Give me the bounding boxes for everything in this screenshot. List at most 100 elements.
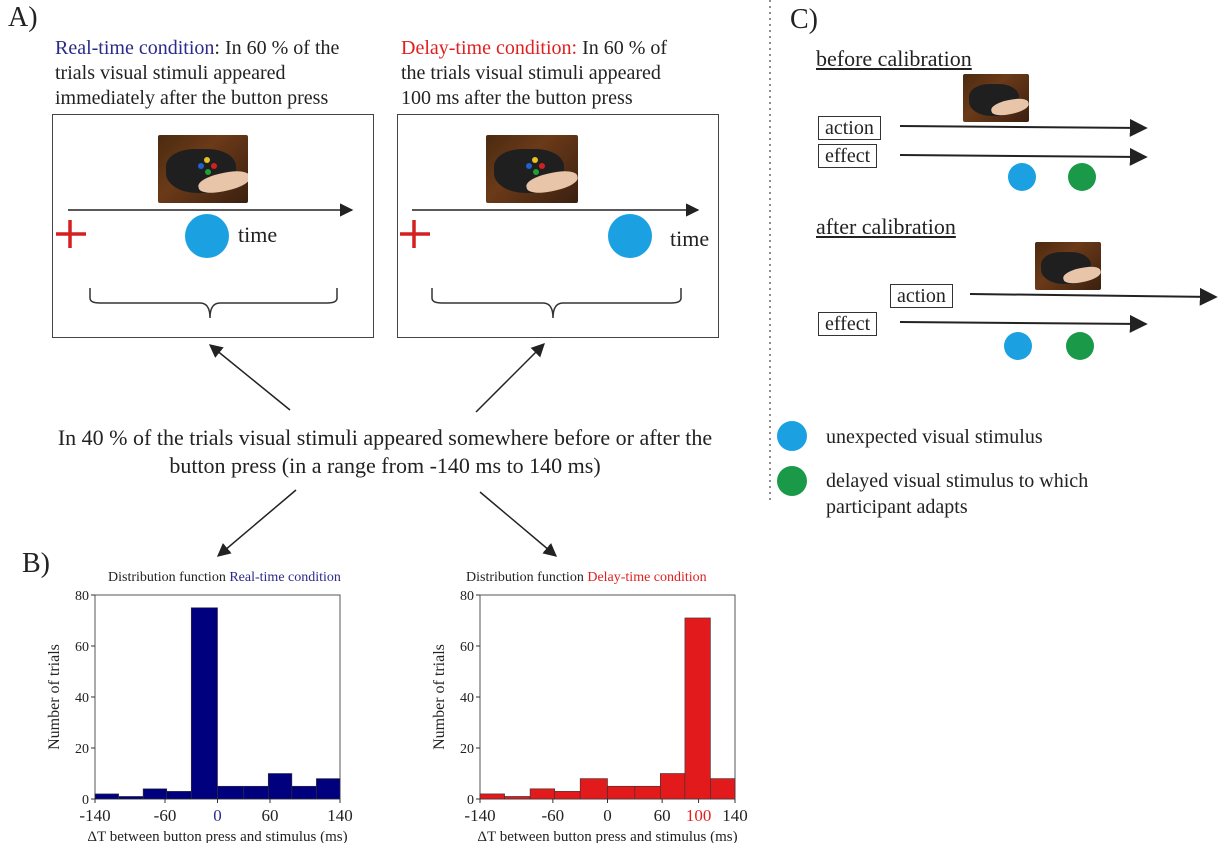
x-axis-label: ΔT between button press and stimulus (ms…: [477, 829, 737, 843]
before-calibration-label: before calibration: [816, 46, 972, 71]
x-tick-label: 100: [686, 806, 712, 825]
y-tick-label: 40: [460, 691, 474, 706]
histogram-bar: [94, 793, 119, 800]
delay-stimulus-circle: [608, 214, 652, 258]
histogram-bar: [479, 793, 505, 800]
legend-unexpected-label: unexpected visual stimulus: [826, 426, 1043, 448]
x-tick-label: 0: [603, 806, 612, 825]
histogram-bar: [166, 791, 192, 800]
x-tick-label: -60: [154, 806, 177, 825]
delay-time-title: Delay-time condition:: [401, 37, 578, 59]
histogram-bar: [710, 778, 736, 800]
delay-time-text-3: 100 ms after the button press: [401, 87, 633, 109]
panel-b-letter: B): [22, 548, 50, 579]
histogram-bar: [267, 773, 293, 800]
controller-photo-after: [1035, 242, 1101, 290]
real-stimulus-circle: [185, 214, 229, 258]
histogram-bar: [142, 788, 168, 800]
x-tick-label: 140: [722, 806, 748, 825]
y-tick-label: 20: [460, 742, 474, 757]
x-tick-label: 140: [327, 806, 353, 825]
x-tick-label: -140: [79, 806, 110, 825]
histogram-bar: [291, 785, 317, 800]
real-chart-title-cond: Real-time condition: [229, 570, 341, 585]
real-time-text-1: : In 60 % of the: [214, 37, 340, 59]
arrow-to-real-frame: [208, 344, 291, 411]
delay-chart-title: Distribution function Delay-time conditi…: [466, 570, 707, 586]
legend-delayed-line-2: participant adapts: [826, 496, 968, 518]
legend-delayed-label: delayed visual stimulus to which partici…: [826, 468, 1088, 520]
after-action-arrow: [969, 287, 1218, 306]
arrow-to-real-chart: [216, 489, 297, 557]
controller-photo: [158, 135, 248, 203]
real-time-text-2: trials visual stimuli appeared: [55, 62, 286, 84]
arrow-to-delay-frame: [475, 343, 545, 413]
before-action-box: action: [818, 116, 881, 140]
panel-a-letter: A): [8, 2, 38, 33]
before-action-arrow: [899, 118, 1148, 137]
delay-time-frame: [397, 114, 719, 338]
x-tick-label: 60: [262, 806, 279, 825]
legend-blue-circle: [777, 421, 807, 451]
delay-chart-title-prefix: Distribution function: [466, 570, 588, 585]
delay-time-axis-label: time: [670, 226, 710, 251]
after-calibration-label: after calibration: [816, 214, 956, 239]
histogram-bar: [529, 788, 555, 800]
y-tick-label: 0: [82, 793, 89, 808]
legend-delayed-line-1: delayed visual stimulus to which: [826, 470, 1089, 492]
y-tick-label: 60: [460, 640, 474, 655]
histogram-bar: [190, 607, 218, 800]
histogram-bar: [554, 791, 581, 800]
x-axis-label: ΔT between button press and stimulus (ms…: [87, 829, 347, 843]
delay-brace: [431, 288, 682, 319]
arrow-to-delay-chart: [479, 491, 558, 557]
real-time-title: Real-time condition: [55, 37, 215, 59]
panel-c-letter: C): [790, 4, 818, 35]
real-time-text-3: immediately after the button press: [55, 87, 329, 109]
before-effect-box: effect: [818, 144, 878, 168]
delay-time-text-1: In 60 % of: [577, 37, 668, 59]
histogram-bar: [607, 785, 636, 800]
histogram-bar: [118, 796, 144, 800]
y-tick-label: 20: [75, 742, 89, 757]
middle-text-2: button press (in a range from -140 ms to…: [169, 453, 601, 478]
legend-green-circle: [777, 466, 807, 496]
before-unexpected-circle: [1008, 163, 1036, 191]
real-brace: [89, 288, 338, 319]
histogram-bar: [316, 778, 341, 800]
histogram-bar: [504, 796, 531, 800]
before-delayed-circle: [1068, 163, 1096, 191]
delay-time-text-2: the trials visual stimuli appeared: [401, 62, 661, 84]
before-effect-arrow: [899, 147, 1148, 166]
y-axis-label: Number of trials: [431, 644, 448, 750]
real-time-axis-label: time: [238, 222, 278, 247]
controller-photo-before: [963, 74, 1029, 122]
x-tick-label: -140: [464, 806, 495, 825]
histogram-bar: [217, 785, 245, 800]
middle-text-1: In 40 % of the trials visual stimuli app…: [57, 425, 713, 450]
real-fixation-cross: [56, 220, 86, 248]
real-chart-title-prefix: Distribution function: [108, 570, 230, 585]
histogram-bar: [660, 773, 686, 800]
x-tick-label: 0: [213, 806, 222, 825]
real-time-description: Real-time condition: In 60 % of the tria…: [55, 36, 395, 111]
y-axis-label: Number of trials: [46, 644, 63, 750]
delay-fixation-cross: [400, 220, 430, 248]
delay-chart-title-cond: Delay-time condition: [587, 570, 707, 585]
delay-time-description: Delay-time condition: In 60 % of the tri…: [401, 36, 741, 111]
middle-description: In 40 % of the trials visual stimuli app…: [0, 424, 770, 480]
x-tick-label: 60: [654, 806, 671, 825]
y-tick-label: 60: [75, 640, 89, 655]
y-tick-label: 80: [460, 589, 474, 604]
y-tick-label: 40: [75, 691, 89, 706]
histogram-bar: [634, 785, 661, 800]
after-effect-arrow: [899, 314, 1148, 333]
after-unexpected-circle: [1004, 332, 1032, 360]
after-effect-box: effect: [818, 312, 878, 336]
histogram-bar: [243, 785, 269, 800]
after-action-box: action: [890, 284, 953, 308]
x-tick-label: -60: [542, 806, 565, 825]
